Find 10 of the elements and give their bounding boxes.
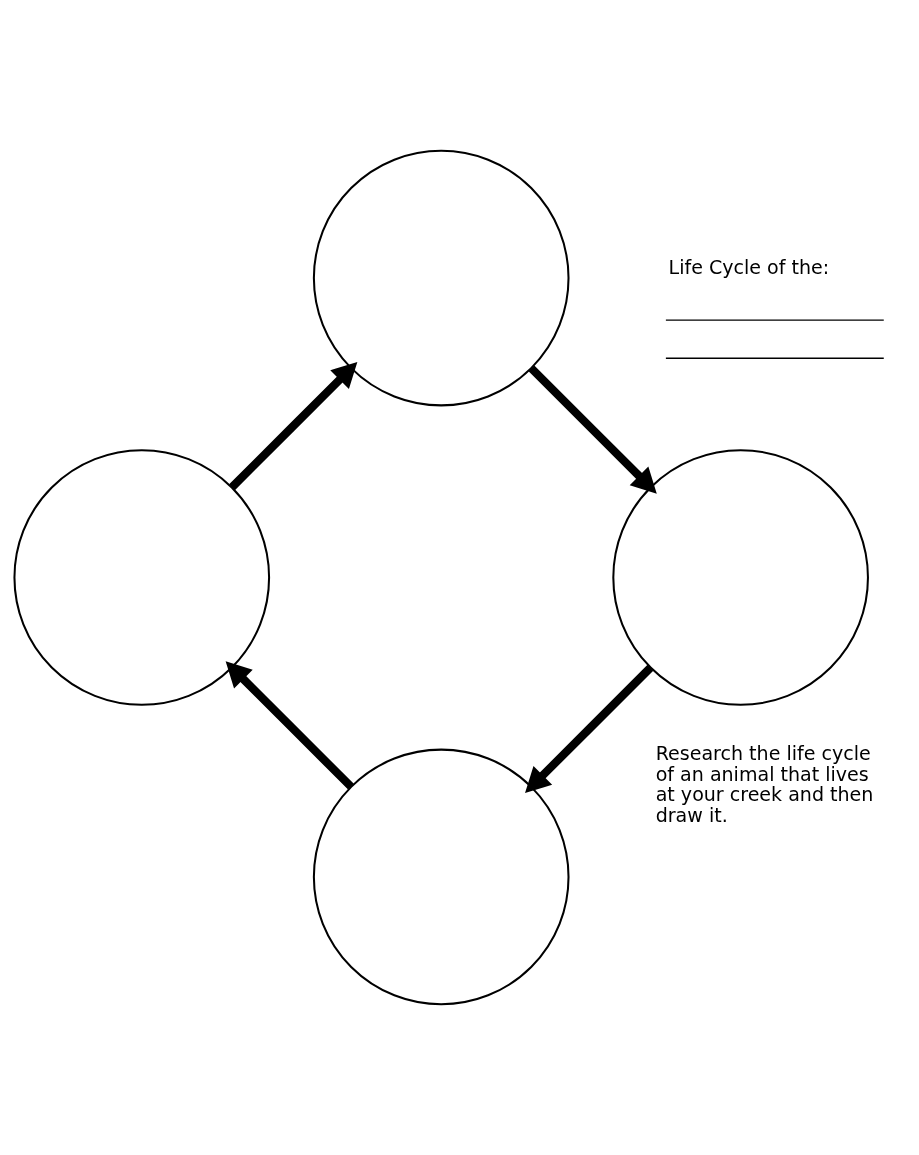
arrow [528,365,657,494]
node-circle [611,449,869,706]
label: Research the life cycle of an animal that lives at your creek and then draw it. [655,742,873,826]
node-circle [312,748,570,1006]
arrow [225,661,354,790]
arrow [524,664,653,794]
node-circle [312,149,570,407]
label: Life Cycle of the: [668,256,829,279]
arrow [228,361,357,491]
node-circle [12,449,270,706]
